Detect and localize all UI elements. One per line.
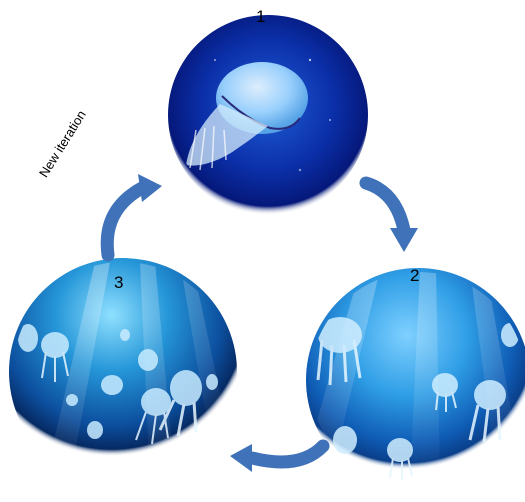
step-1-number: 1	[256, 8, 265, 25]
arrow-2-to-3	[230, 444, 323, 472]
step-1-image	[168, 15, 368, 215]
arrow-1-to-2	[366, 183, 418, 252]
step-3-number: 3	[114, 274, 123, 291]
step-2-image	[300, 268, 525, 492]
step-3-image	[9, 258, 237, 486]
step-2-number: 2	[410, 267, 419, 284]
arrow-3-to-1	[107, 174, 162, 255]
